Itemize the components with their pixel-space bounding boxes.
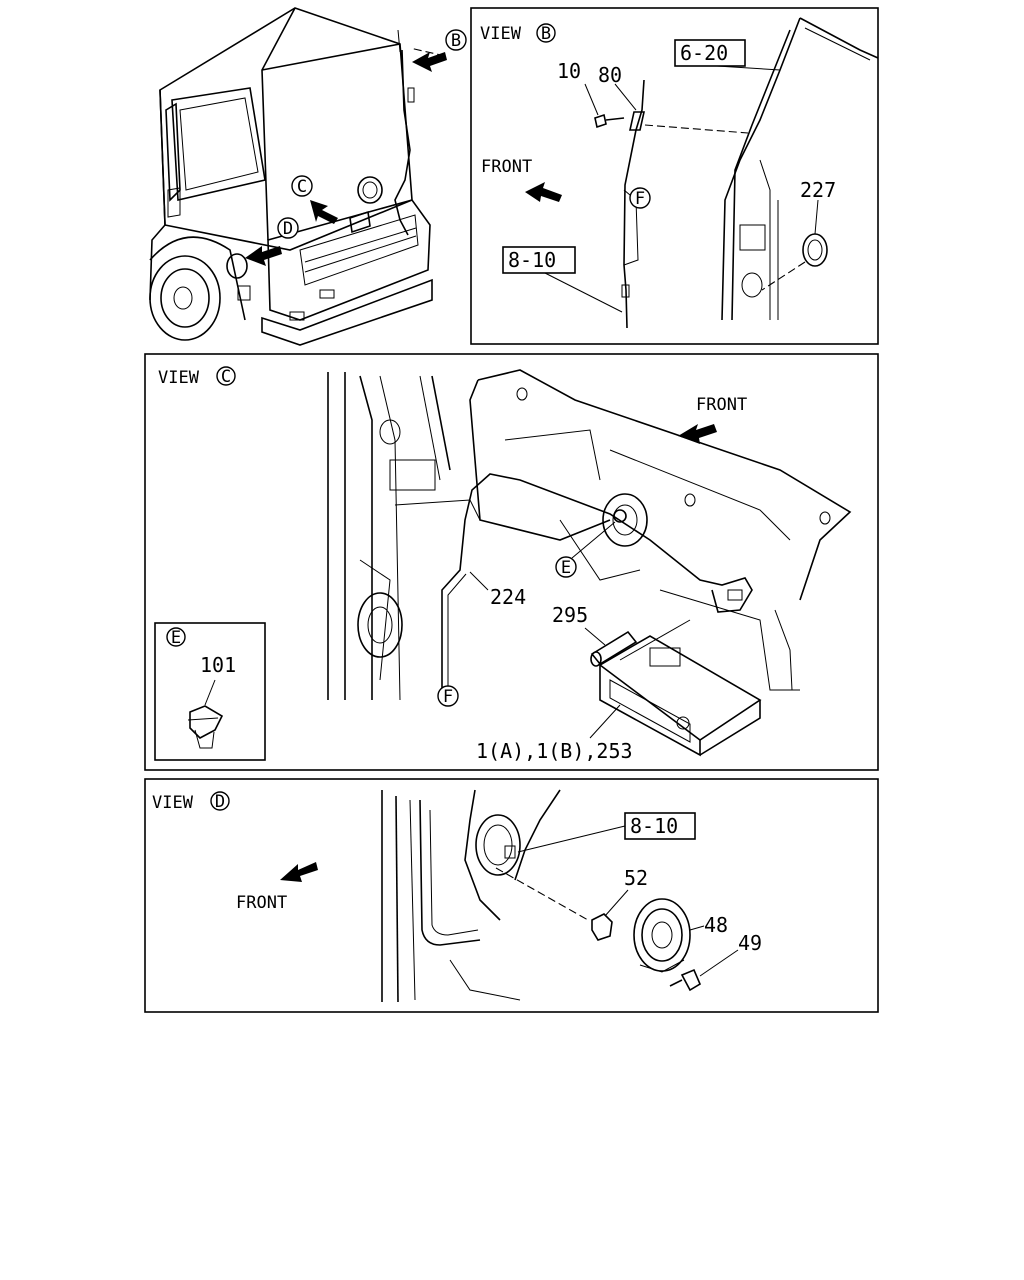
view-d-part-49: 49: [738, 931, 762, 955]
detail-e-circle: E: [171, 628, 181, 648]
view-d-ref-8-10: 8-10: [630, 814, 678, 838]
view-d-part-48: 48: [704, 913, 728, 937]
truck-overview: B C D: [149, 7, 467, 346]
view-b-ref-8-10: 8-10: [508, 248, 556, 272]
clip-icon: [187, 705, 224, 749]
view-b-front-label: FRONT: [481, 157, 532, 177]
view-d-title: VIEW: [152, 793, 194, 813]
view-b-panel: VIEW B 10 80 6-20 227 FRONT: [470, 7, 879, 345]
view-d-front-label: FRONT: [236, 893, 287, 913]
view-b-title: VIEW: [480, 24, 522, 44]
view-c-part-295: 295: [552, 603, 588, 627]
view-c-panel: VIEW C FRONT 2: [144, 353, 879, 771]
view-d-part-52: 52: [624, 866, 648, 890]
view-d-circle: D: [215, 792, 225, 812]
view-b-ref-6-20: 6-20: [680, 41, 728, 65]
view-d-panel: VIEW D FRONT 8-10 52 48: [144, 778, 879, 1013]
view-c-part-1: 1(A),1(B),253: [476, 739, 633, 763]
arrow-label-d: D: [283, 219, 293, 239]
front-arrow-icon: [525, 182, 562, 202]
view-b-marker-f: F: [635, 189, 645, 209]
view-c-title: VIEW: [158, 368, 200, 388]
front-arrow-icon: [678, 424, 717, 444]
marker-circle: [445, 29, 467, 51]
screw-icon: [669, 968, 702, 992]
view-b-part-227: 227: [800, 178, 836, 202]
speaker-icon: [633, 898, 691, 973]
arrow-label-c: C: [297, 177, 307, 197]
detail-e-part-101: 101: [200, 653, 236, 677]
view-b-part-80: 80: [598, 63, 622, 87]
detail-e: E 101: [154, 622, 266, 761]
arrow-label-b: B: [451, 31, 461, 51]
view-c-marker-e: E: [561, 558, 571, 578]
front-arrow-icon: [280, 862, 318, 882]
view-b-circle: B: [541, 24, 551, 44]
radio-unit-icon: [598, 619, 762, 757]
view-c-circle: C: [221, 367, 231, 387]
view-c-part-224: 224: [490, 585, 526, 609]
view-c-front-label: FRONT: [696, 395, 747, 415]
view-c-marker-f: F: [443, 687, 453, 707]
view-b-part-10: 10: [557, 59, 581, 83]
